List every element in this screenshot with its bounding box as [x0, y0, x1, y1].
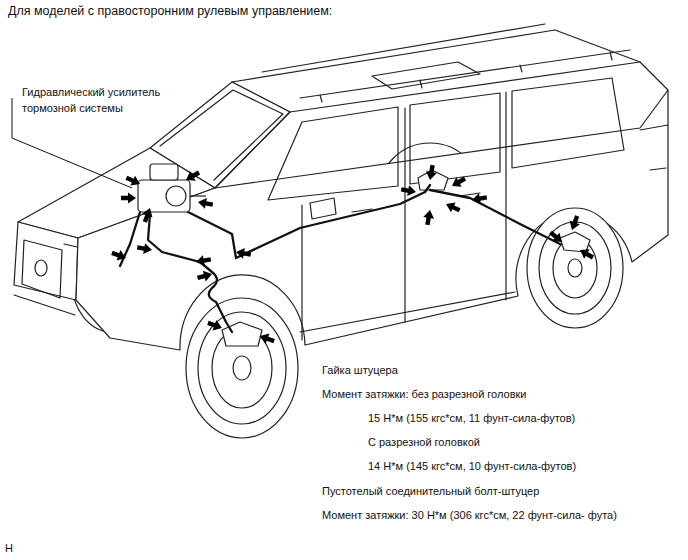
spec-heading: Пустотелый соединительный болт-штуцер: [322, 483, 539, 499]
figure-code: H: [5, 540, 13, 556]
diagram-title: Для моделей с правосторонним рулевым упр…: [8, 3, 332, 19]
spec-heading: Гайка штуцера: [322, 362, 398, 378]
torque-value: 15 Н*м (155 кгс*см, 11 фунт-сила-футов): [368, 410, 575, 426]
fitting-arrows: [110, 164, 596, 346]
part-name: Гидравлический усилитель тормозной систе…: [22, 84, 202, 116]
torque-value: 14 Н*м (145 кгс*см, 10 фунт-сила-футов): [368, 458, 576, 474]
torque-value: Момент затяжки: 30 Н*м (306 кгс*см, 22 ф…: [322, 507, 617, 523]
brake-booster: [138, 164, 206, 212]
torque-note: С разрезной головкой: [368, 434, 480, 450]
car-body: [14, 24, 668, 438]
torque-note: Момент затяжки: без разрезной головки: [322, 386, 526, 402]
